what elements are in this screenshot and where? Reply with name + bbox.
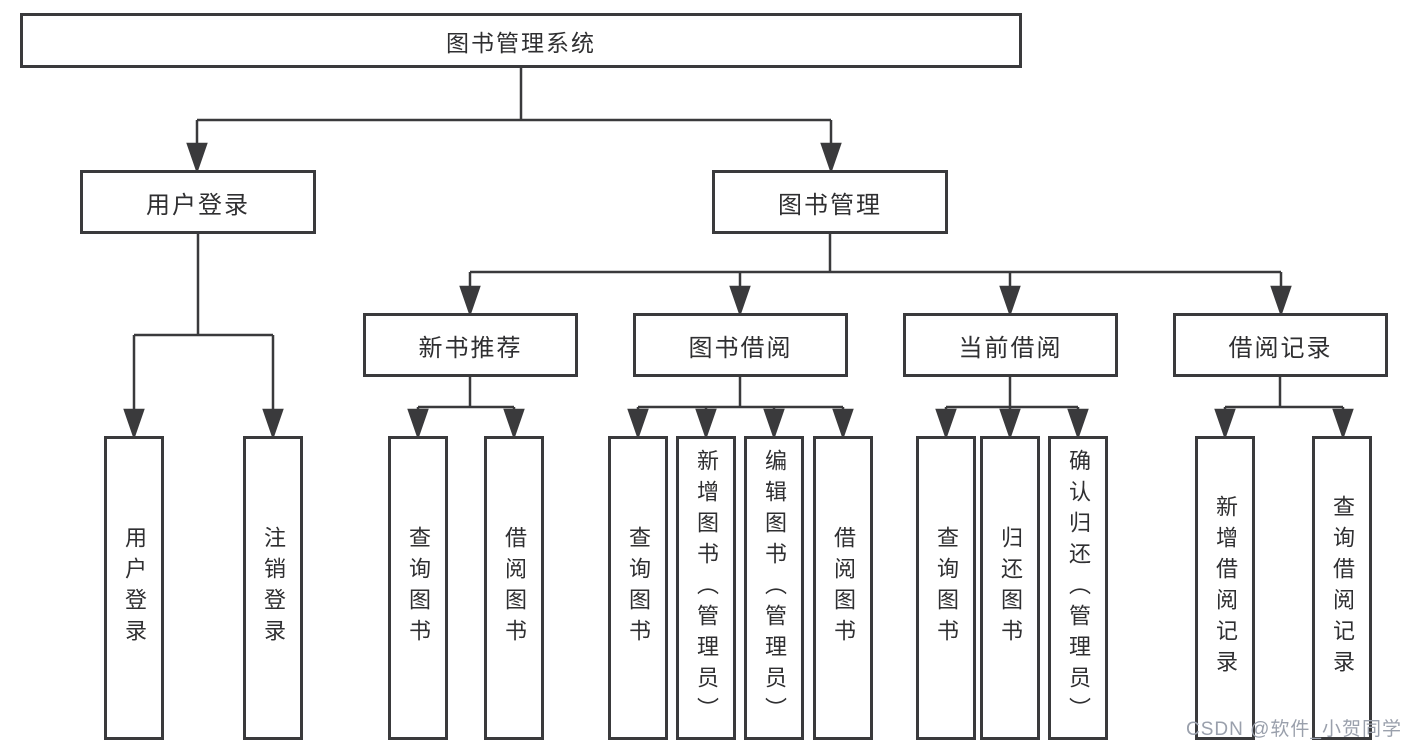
leaf-query-borrow-record: 查询借阅记录 bbox=[1312, 436, 1372, 740]
leaf-logout-label: 注销登录 bbox=[261, 526, 286, 650]
leaf-query-books-current: 查询图书 bbox=[916, 436, 976, 740]
leaf-add-books-admin: 新增图书（管理员） bbox=[676, 436, 736, 740]
leaf-borrow-books-label: 借阅图书 bbox=[831, 526, 856, 650]
node-current-borrow-label: 当前借阅 bbox=[958, 334, 1063, 362]
leaf-borrow-books-recommend: 借阅图书 bbox=[484, 436, 544, 740]
node-root-label: 图书管理系统 bbox=[446, 29, 596, 56]
leaf-borrow-books-recommend-label: 借阅图书 bbox=[502, 526, 527, 650]
leaf-add-books-admin-label: 新增图书（管理员） bbox=[694, 448, 719, 728]
node-current-borrow: 当前借阅 bbox=[903, 313, 1118, 377]
leaf-query-books-recommend: 查询图书 bbox=[388, 436, 448, 740]
leaf-logout: 注销登录 bbox=[243, 436, 303, 740]
node-user-login-label: 用户登录 bbox=[146, 191, 250, 219]
leaf-edit-books-admin-label: 编辑图书（管理员） bbox=[762, 448, 787, 728]
leaf-borrow-books: 借阅图书 bbox=[813, 436, 873, 740]
leaf-edit-books-admin: 编辑图书（管理员） bbox=[744, 436, 804, 740]
node-book-management: 图书管理 bbox=[712, 170, 948, 234]
leaf-return-books-label: 归还图书 bbox=[998, 526, 1023, 650]
leaf-query-borrow-record-label: 查询借阅记录 bbox=[1330, 495, 1355, 681]
node-user-login: 用户登录 bbox=[80, 170, 316, 234]
leaf-add-borrow-record-label: 新增借阅记录 bbox=[1213, 495, 1238, 681]
leaf-query-books-borrow-label: 查询图书 bbox=[626, 526, 651, 650]
leaf-return-books: 归还图书 bbox=[980, 436, 1040, 740]
leaf-user-login: 用户登录 bbox=[104, 436, 164, 740]
leaf-add-borrow-record: 新增借阅记录 bbox=[1195, 436, 1255, 740]
node-borrow-records-label: 借阅记录 bbox=[1228, 334, 1333, 362]
node-new-book-recommend: 新书推荐 bbox=[363, 313, 578, 377]
leaf-query-books-current-label: 查询图书 bbox=[934, 526, 959, 650]
leaf-user-login-label: 用户登录 bbox=[122, 526, 147, 650]
watermark: CSDN @软件_小贺同学 bbox=[1186, 719, 1402, 740]
leaf-query-books-borrow: 查询图书 bbox=[608, 436, 668, 740]
node-borrow-records: 借阅记录 bbox=[1173, 313, 1388, 377]
leaf-confirm-return-admin-label: 确认归还（管理员） bbox=[1066, 448, 1091, 728]
node-book-borrow: 图书借阅 bbox=[633, 313, 848, 377]
node-root: 图书管理系统 bbox=[20, 13, 1022, 68]
node-book-management-label: 图书管理 bbox=[778, 191, 882, 219]
leaf-query-books-recommend-label: 查询图书 bbox=[406, 526, 431, 650]
node-new-book-recommend-label: 新书推荐 bbox=[418, 334, 523, 362]
leaf-confirm-return-admin: 确认归还（管理员） bbox=[1048, 436, 1108, 740]
node-book-borrow-label: 图书借阅 bbox=[688, 334, 793, 362]
